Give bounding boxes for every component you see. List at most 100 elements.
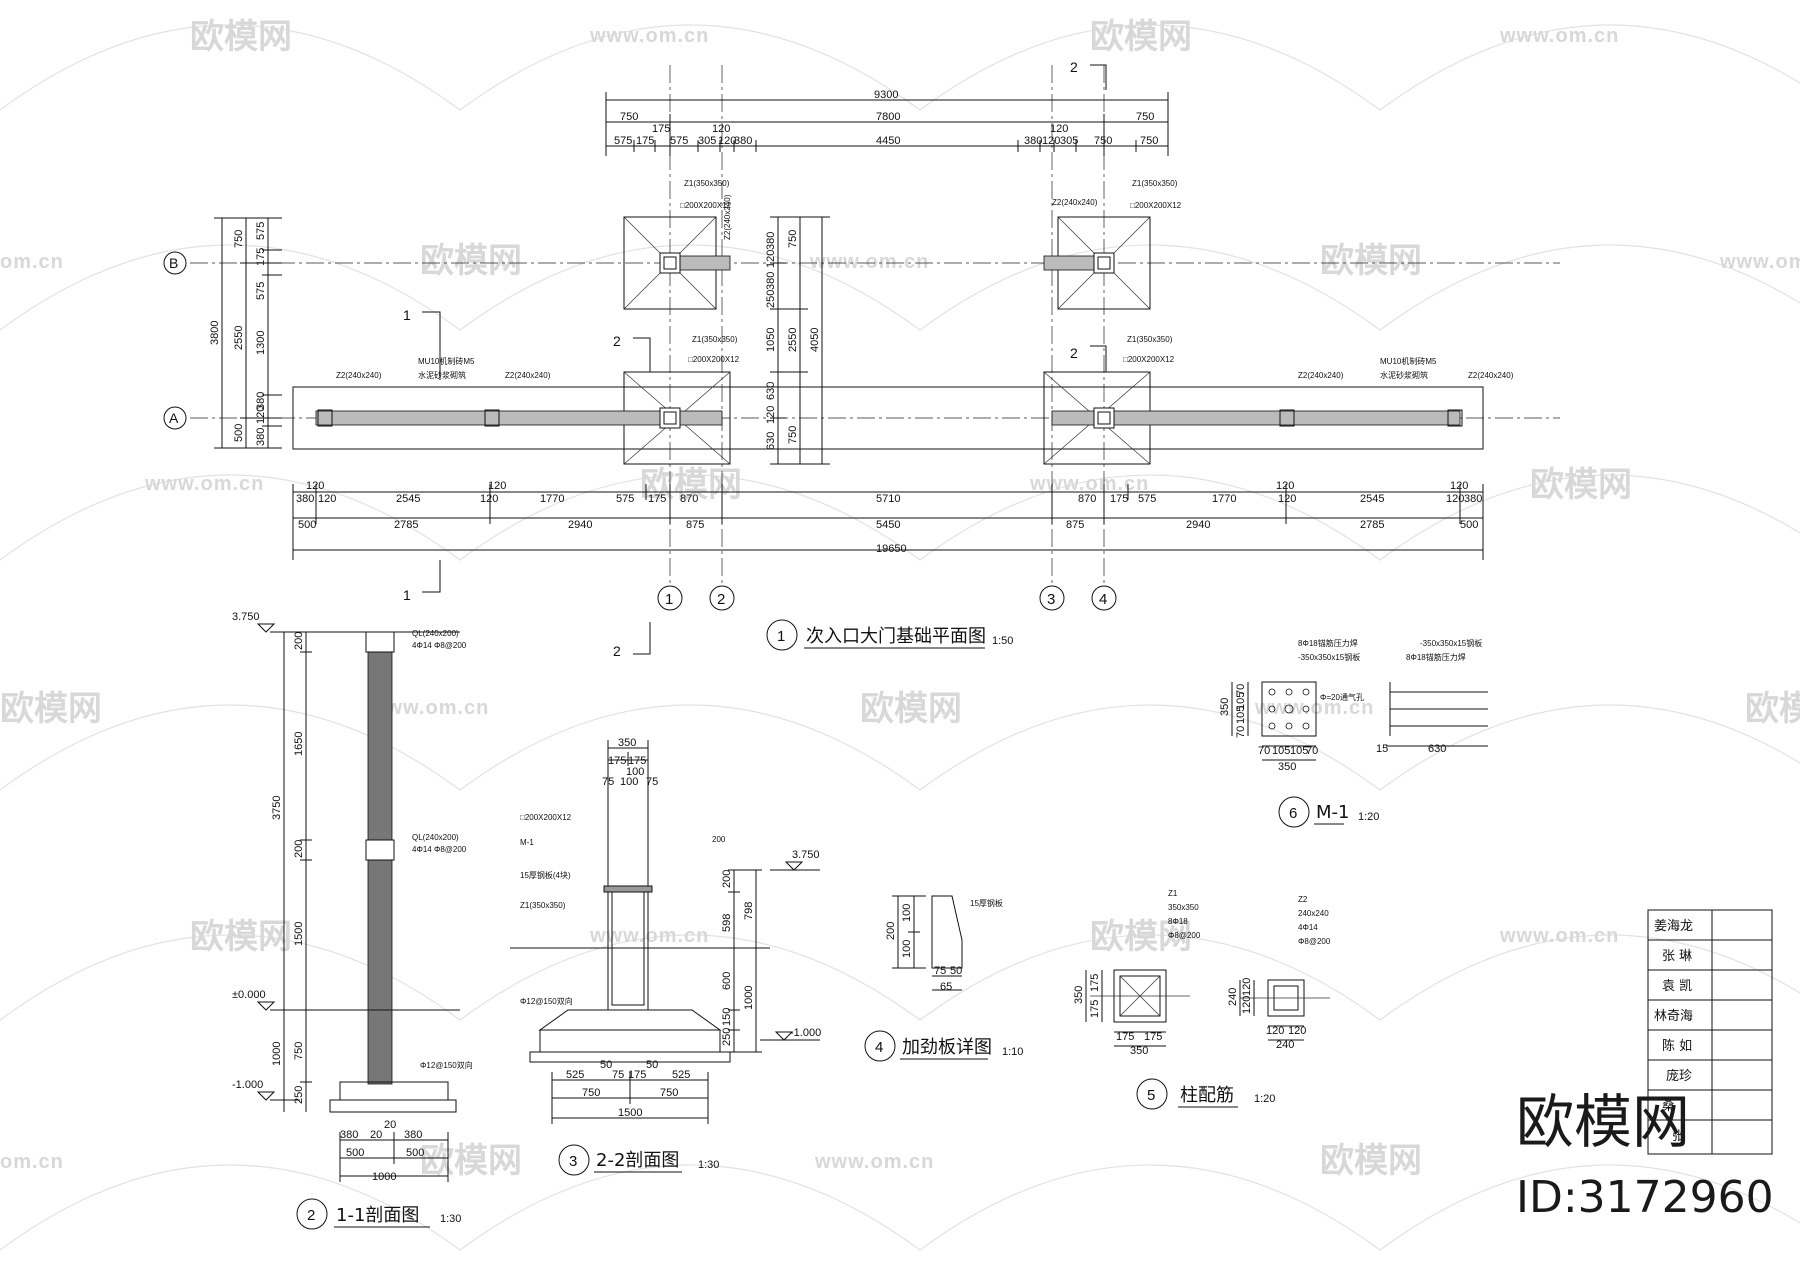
brand-logo: 欧模网 ID:3172960 (1516, 1088, 1774, 1223)
column-reinforcement: Z1 350x350 8Φ18 Φ8@200 Z2 240x240 4Φ14 Φ… (1073, 889, 1331, 1110)
dim-bottom: 1770 (540, 493, 564, 505)
dim-left: 2550 (233, 326, 245, 350)
z2-label: Z2 (1298, 895, 1308, 904)
dim-bottom: 500 (298, 519, 316, 531)
watermark-brand: 欧模网 (1745, 689, 1800, 729)
plan-label-wall: MU10机制砖M5 (1380, 356, 1437, 366)
title-block-name: 袁 凯 (1662, 979, 1692, 994)
dim-bottom: 2545 (1360, 493, 1384, 505)
dim-vertical-total: 798 (743, 902, 755, 920)
dim-bottom: 120 (1278, 493, 1296, 505)
watermark-url: om.cn (0, 1151, 64, 1173)
plan-label-z1: Z1(350x350) (692, 335, 738, 344)
stiffener-detail: 200 100 100 75 50 65 15厚钢板 4 加劲板详图 1:10 (864, 895, 1023, 1062)
dim-left: 380 (255, 392, 267, 410)
dim-top: 175 (608, 755, 626, 767)
dim-mid: 380 (765, 272, 777, 290)
dim-vertical: 750 (293, 1042, 305, 1060)
dim-horizontal: 75 (612, 1069, 624, 1081)
dim-z1: 175 (1089, 974, 1101, 992)
dim-top: 750 (1094, 135, 1112, 147)
dim-z1: 350 (1073, 986, 1085, 1004)
m1-label: 8Φ18锚筋压力焊 (1298, 638, 1358, 648)
dim-horizontal: 525 (566, 1069, 584, 1081)
dim-vertical: 600 (721, 972, 733, 990)
title-block-rows (1648, 939, 1772, 1121)
m1-label: -350x350x15钢板 (1420, 638, 1482, 648)
dim-left: 575 (255, 282, 267, 300)
plan-label-z2: Z2(240x240) (505, 371, 551, 380)
dim-bottom-top: 120 (488, 480, 506, 492)
top-dimension-lines (607, 740, 649, 770)
dim-left: 175 (255, 248, 267, 266)
plan-label-z2: Z2(240x240) (1298, 371, 1344, 380)
label-z1: Z1(350x350) (520, 901, 566, 910)
column-z1 (659, 407, 681, 429)
plan-label-wall: MU10机制砖M5 (418, 356, 475, 366)
axis-label-1: 1 (665, 591, 673, 608)
watermark-url: om.cn (0, 251, 64, 273)
column-scale: 1:20 (1254, 1093, 1275, 1105)
dim-horizontal: 380 (340, 1129, 358, 1141)
horizontal-dimension-lines (551, 1072, 709, 1124)
section-cut-2 (1090, 64, 1107, 90)
section-mark-2: 2 (1070, 345, 1078, 361)
plan-label-plate: □200X200X12 (1123, 355, 1175, 364)
dim-bottom: 380 (1464, 493, 1482, 505)
stiffener-scale: 1:10 (1002, 1046, 1023, 1058)
watermark-brand: 欧模网 (1090, 17, 1192, 57)
dim-mid: 1050 (765, 328, 777, 352)
steel-plate (603, 885, 653, 893)
section-mark-1: 1 (403, 307, 411, 323)
dim-horizontal: 50 (646, 1059, 658, 1071)
label-weld: 200 (712, 835, 726, 844)
axis-label-a: A (169, 410, 179, 426)
plan-label-plate: □200X200X12 (688, 355, 740, 364)
watermark-brand: 欧模网 (0, 689, 102, 729)
watermark-url: www.om.cn (809, 251, 929, 273)
dim-bottom: 120 (1446, 493, 1464, 505)
dim-horizontal: 500 (346, 1147, 364, 1159)
m1-title-circle (1278, 796, 1310, 828)
dim-mid: 120 (765, 406, 777, 424)
plan-label-plate: □200X200X12 (680, 201, 732, 210)
stiffener-title: 加劲板详图 (902, 1037, 992, 1058)
column-dimension-lines (1085, 970, 1304, 1047)
plan-label-z1: Z1(350x350) (684, 179, 730, 188)
title-block-name: 张 (1672, 1129, 1685, 1144)
column-z1 (1093, 252, 1115, 274)
label-ql-bar: 4Φ14 Φ8@200 (412, 845, 467, 854)
title-block-name: 陈 如 (1662, 1038, 1692, 1054)
plan-scale: 1:50 (992, 635, 1013, 647)
dim-top-total: 9300 (874, 89, 898, 101)
dim-vertical: 598 (721, 914, 733, 932)
dim-m1: 70 (1258, 745, 1270, 757)
section-mark-1: 1 (403, 587, 411, 603)
dim-top: 575 (614, 135, 632, 147)
dim-left: 380 (255, 428, 267, 446)
column-z2 (317, 409, 333, 427)
dim-top: 4450 (876, 135, 900, 147)
level-marker (256, 1001, 276, 1011)
dim-vertical: 150 (721, 1008, 733, 1026)
dim-bottom: 5450 (876, 519, 900, 531)
plan-label-z2: Z2(240x240) (336, 371, 382, 380)
axis-bubble-3 (1039, 585, 1065, 611)
brick-wall-right (1103, 410, 1461, 426)
watermark-url: www.om.cn (589, 25, 709, 47)
section-cut-2 (633, 337, 651, 372)
dim-horizontal: 380 (404, 1129, 422, 1141)
plan-title-circle (766, 619, 798, 651)
dim-top: 175 (628, 755, 646, 767)
m1-label: Φ=20通气孔 (1320, 692, 1364, 702)
section-mark-2: 2 (613, 643, 621, 659)
dim-bottom: 2545 (396, 493, 420, 505)
dim-vertical: 200 (293, 632, 305, 650)
section-2-2: □200X200X12 M-1 15厚钢板(4块) Z1(350x350) Φ1… (510, 737, 821, 1176)
level-marker (774, 1031, 794, 1041)
m1-title: M-1 (1316, 802, 1349, 823)
dim-z1: 175 (1116, 1031, 1134, 1043)
dim-stiffener: 100 (901, 904, 913, 922)
dim-mid: 750 (787, 426, 799, 444)
dim-left: 120 (255, 406, 267, 424)
